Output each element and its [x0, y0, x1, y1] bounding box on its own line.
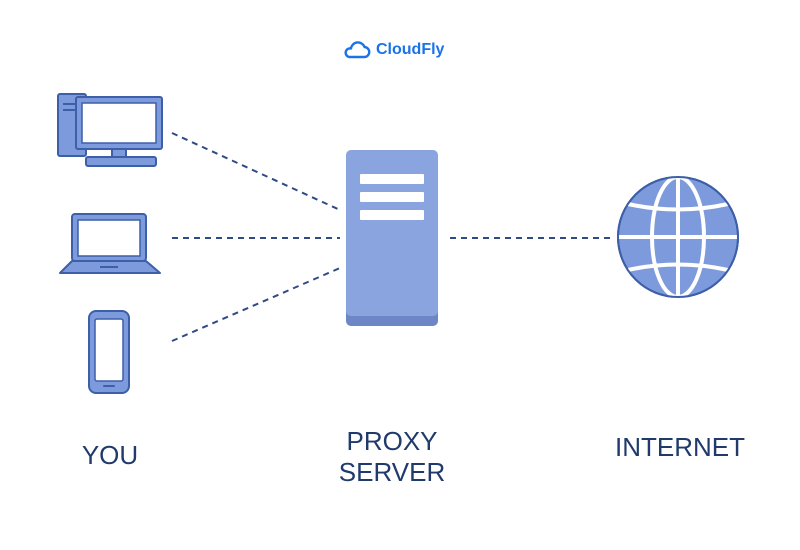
proxy-server-label-line2: SERVER [338, 457, 446, 487]
proxy-server-label-line1: PROXY [346, 426, 438, 456]
connector-desktop-to-proxy [171, 132, 341, 211]
laptop-icon [59, 213, 161, 274]
globe-icon [617, 175, 739, 299]
connector-phone-to-proxy [171, 267, 341, 342]
cloud-logo-icon [344, 41, 371, 59]
you-label: YOU [81, 440, 139, 470]
server-icon [346, 150, 438, 326]
internet-label: INTERNET [615, 432, 745, 462]
proxy-server-label: PROXY SERVER [312, 426, 472, 488]
brand-name: CloudFly [376, 41, 445, 58]
connector-lines [171, 132, 612, 342]
smartphone-icon [88, 310, 130, 394]
desktop-computer-icon [57, 93, 163, 167]
brand-logo: CloudFly [342, 36, 444, 64]
